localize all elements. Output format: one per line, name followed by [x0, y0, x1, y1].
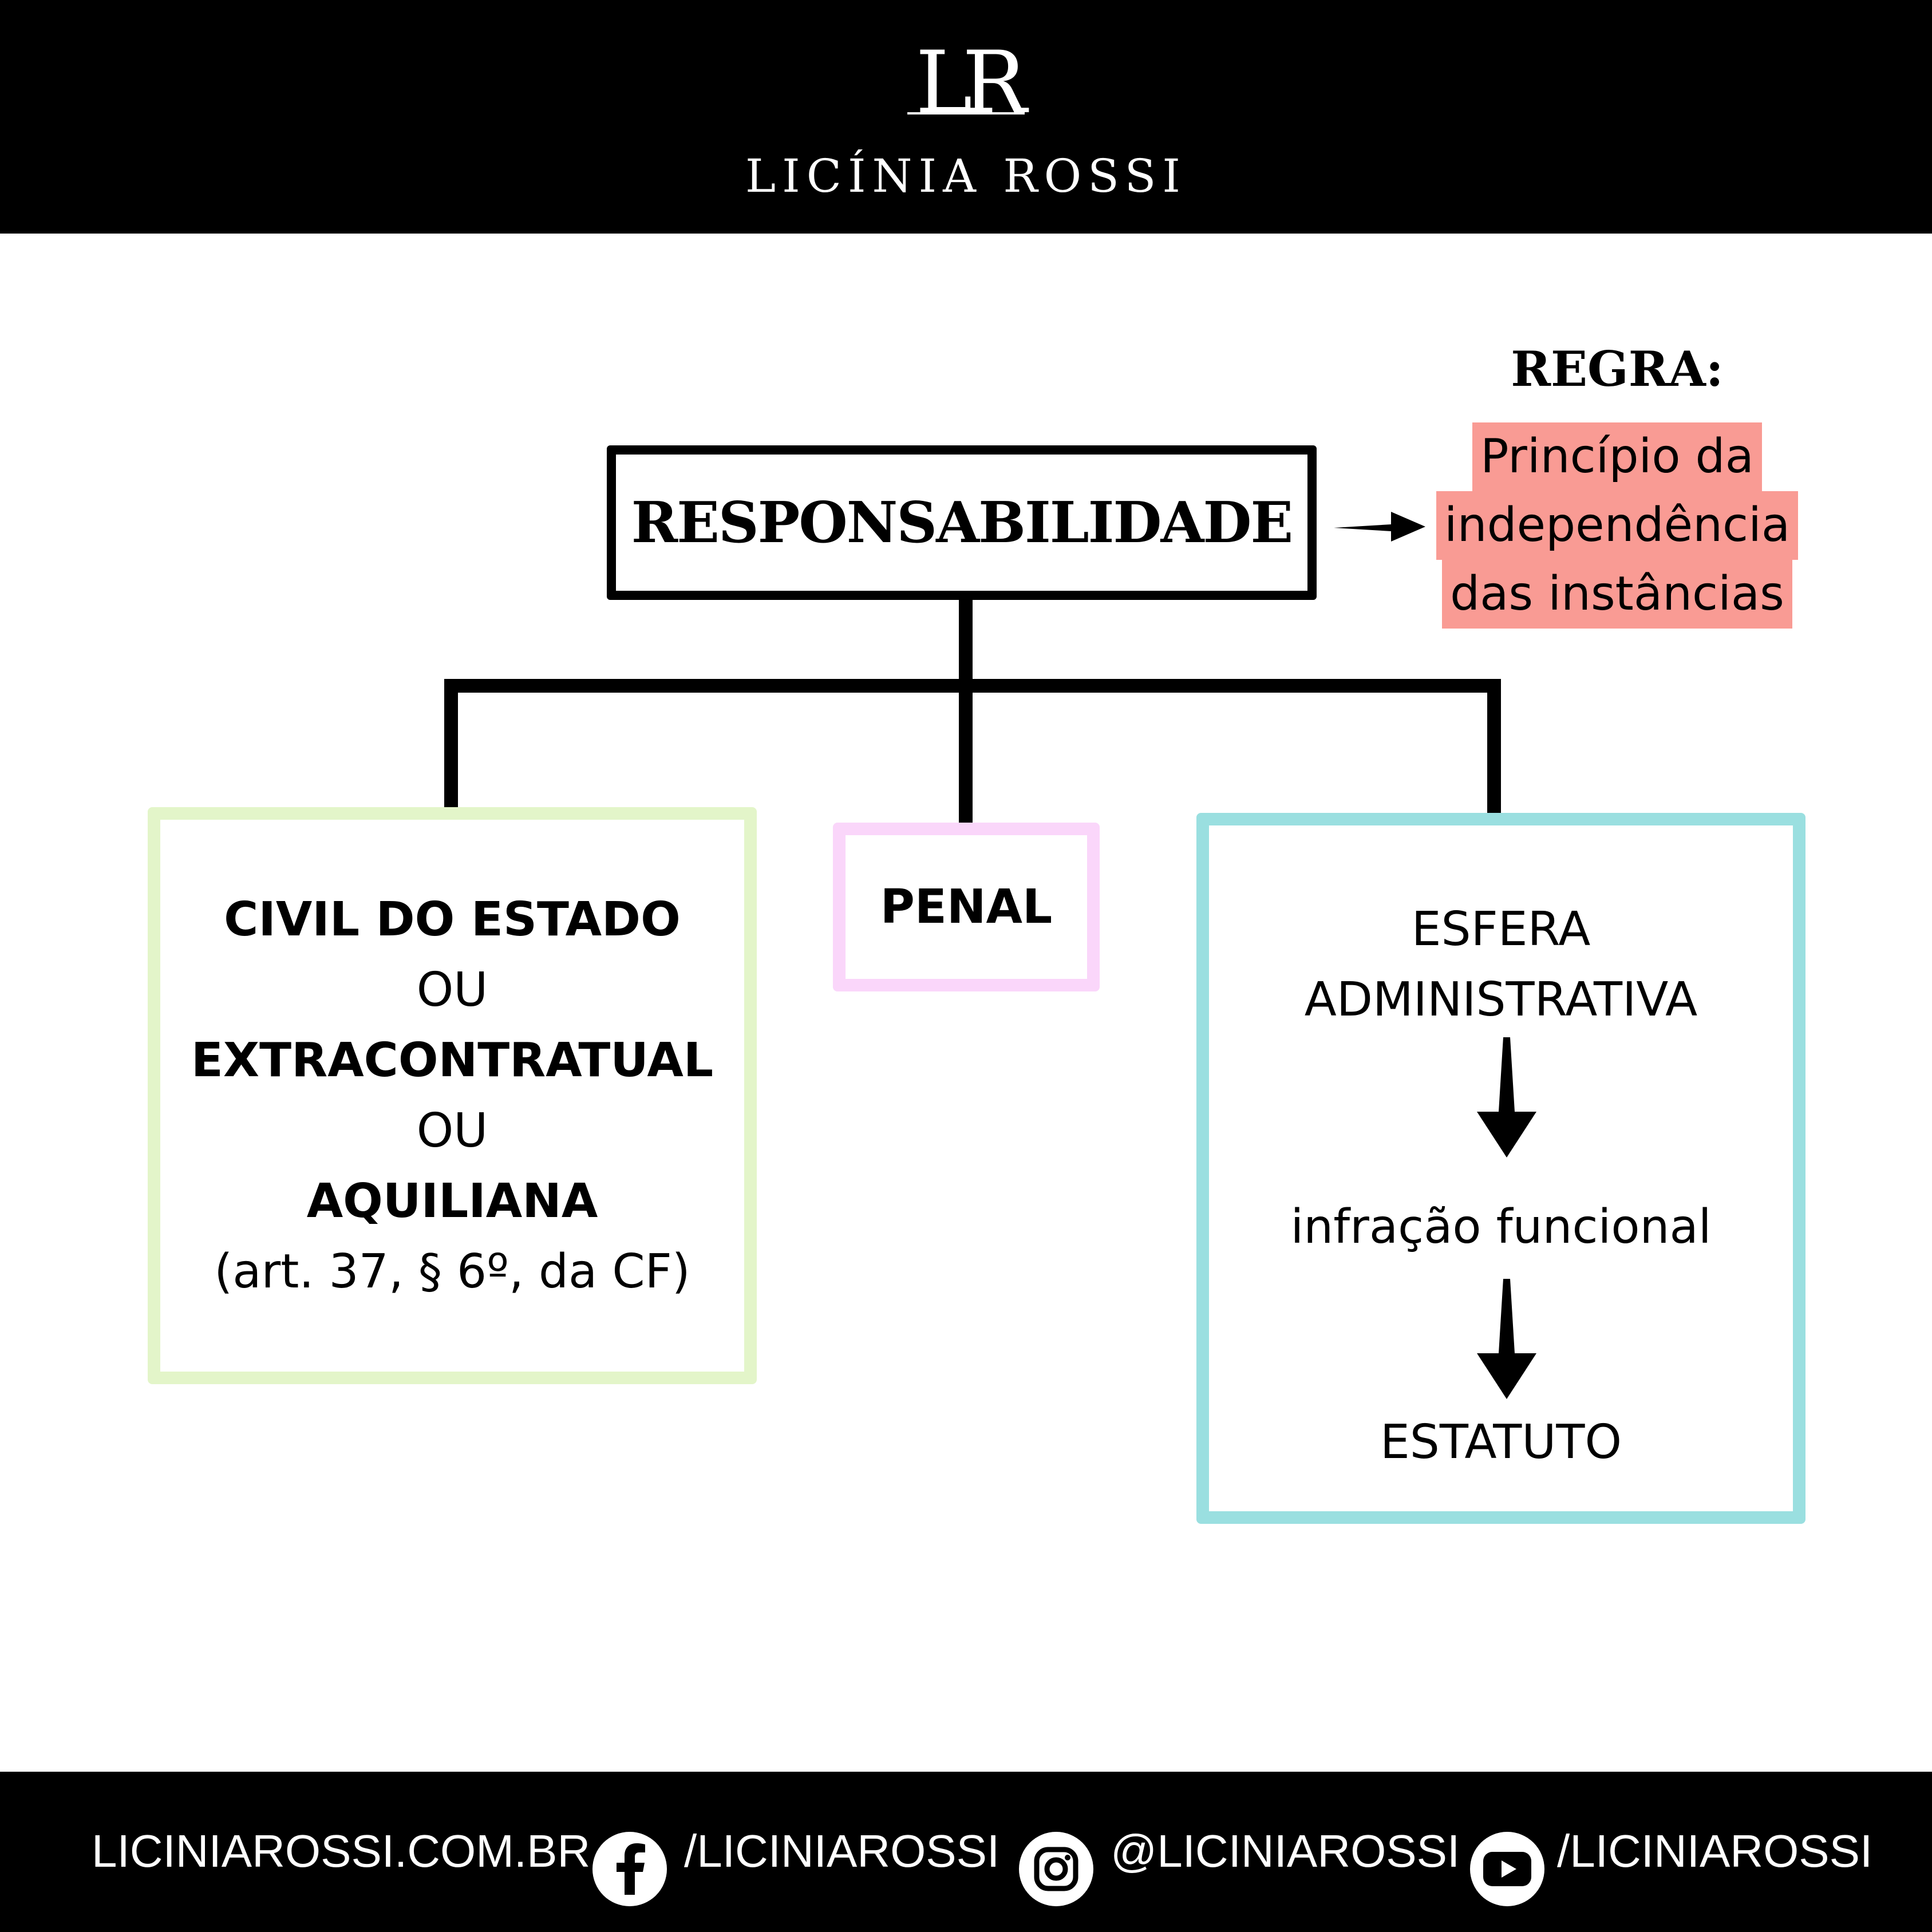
rule-line: independência [1436, 491, 1799, 560]
instagram-glyph-icon [1034, 1847, 1078, 1891]
admin-title-line1: ESFERA [1411, 902, 1591, 957]
footer-bar: LICINIAROSSI.COM.BR /LICINIAROSSI @LICIN… [0, 1772, 1932, 1932]
rule-line: Princípio da [1472, 422, 1762, 491]
arrow-right-icon [1334, 512, 1425, 542]
admin-title-line2: ADMINISTRATIVA [1304, 973, 1698, 1027]
arrow-down-icon [1477, 1279, 1536, 1399]
facebook-icon[interactable] [592, 1832, 667, 1906]
arrow-down-icon [1477, 1037, 1536, 1157]
logo-monogram: LR [915, 33, 1027, 133]
admin-step-statute: ESTATUTO [1380, 1415, 1622, 1469]
root-node-label: RESPONSABILIDADE [631, 489, 1293, 556]
civil-or: OU [416, 963, 488, 1017]
administrative-liability-box: ESFERA ADMINISTRATIVA infração funcional… [1196, 813, 1805, 1524]
facebook-glyph-icon [617, 1843, 645, 1895]
civil-or: OU [416, 1104, 488, 1158]
website-link[interactable]: LICINIAROSSI.COM.BR [92, 1826, 591, 1876]
facebook-handle[interactable]: /LICINIAROSSI [684, 1826, 1000, 1876]
youtube-handle[interactable]: /LICINIAROSSI [1557, 1826, 1873, 1876]
instagram-handle[interactable]: @LICINIAROSSI [1111, 1826, 1460, 1876]
penal-label: PENAL [880, 880, 1053, 934]
civil-title: CIVIL DO ESTADO [224, 892, 681, 947]
penal-liability-box: PENAL [833, 823, 1100, 991]
youtube-icon[interactable] [1470, 1832, 1544, 1906]
youtube-glyph-icon [1483, 1852, 1531, 1886]
instagram-icon[interactable] [1019, 1832, 1093, 1906]
admin-step-infraction: infração funcional [1290, 1200, 1712, 1254]
tree-connector [959, 599, 973, 825]
root-node-box: RESPONSABILIDADE [607, 445, 1317, 600]
civil-aquiliana: AQUILIANA [306, 1174, 598, 1228]
header-bar: LR LICÍNIA ROSSI [0, 0, 1932, 234]
civil-extracontractual: EXTRACONTRATUAL [191, 1033, 714, 1088]
logo-underline [907, 112, 1025, 114]
rule-text: Princípio da independência das instância… [1434, 422, 1800, 629]
rule-line: das instâncias [1442, 560, 1792, 629]
tree-connector [1487, 679, 1501, 814]
brand-name: LICÍNIA ROSSI [745, 149, 1187, 203]
civil-liability-box: CIVIL DO ESTADO OU EXTRACONTRATUAL OU AQ… [148, 807, 757, 1384]
tree-connector [444, 679, 458, 808]
tree-connector [444, 679, 1501, 693]
rule-title: REGRA: [1511, 341, 1724, 397]
civil-citation: (art. 37, § 6º, da CF) [214, 1244, 690, 1299]
